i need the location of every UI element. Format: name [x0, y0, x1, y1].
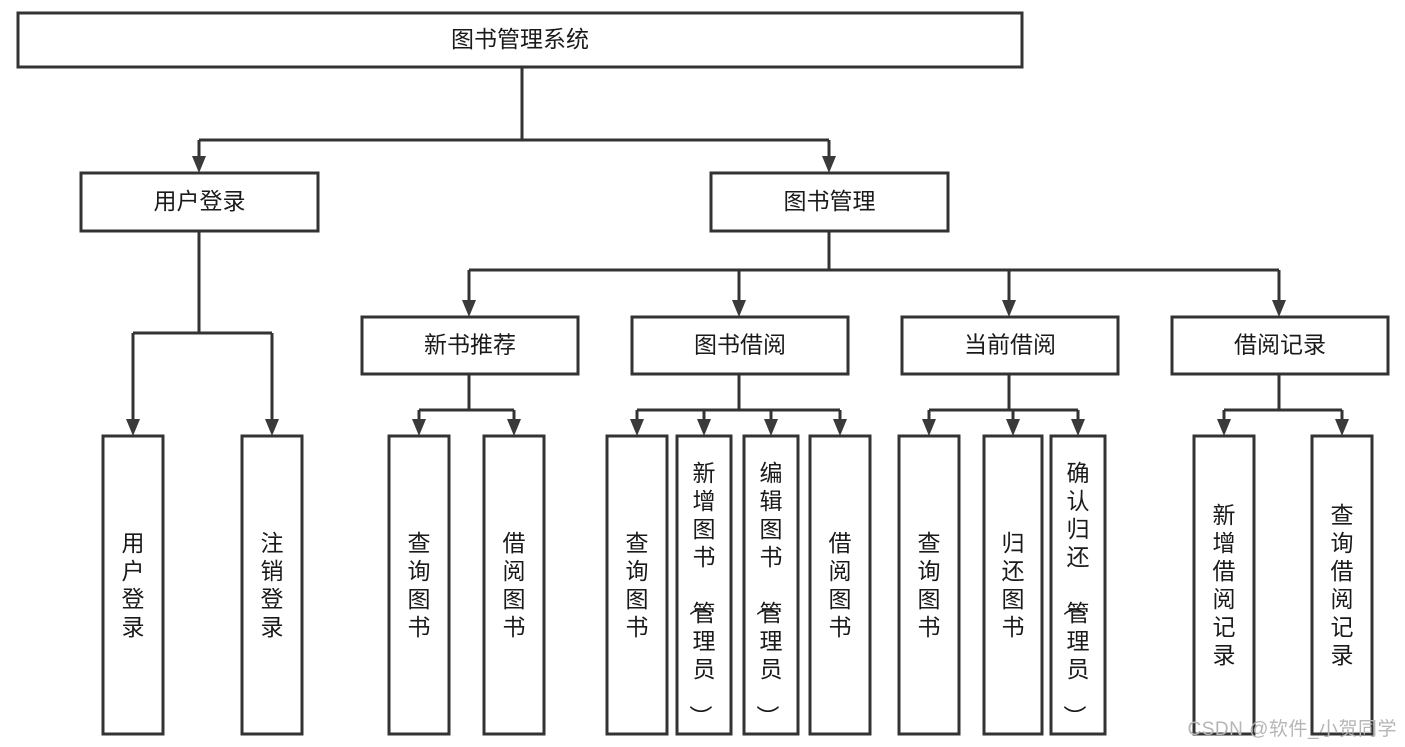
node-label: 新书推荐: [424, 332, 516, 358]
node-leaf-add-record[interactable]: 新增借阅记录: [1192, 434, 1256, 736]
arrow-head-icon: [764, 419, 778, 436]
arrow-head-icon: [462, 300, 476, 317]
arrow-head-icon: [922, 419, 936, 436]
node-box[interactable]: [900, 315, 1120, 376]
node-box[interactable]: [1049, 434, 1107, 736]
node-label: 查询图书: [918, 530, 941, 640]
node-label: 查询借阅记录: [1331, 502, 1354, 668]
nodes-layer: 图书管理系统用户登录图书管理新书推荐图书借阅当前借阅借阅记录用户登录注销登录查询…: [16, 11, 1390, 736]
node-user-login[interactable]: 用户登录: [79, 171, 320, 233]
node-label: 归还图书: [1002, 530, 1025, 640]
arrow-head-icon: [1335, 419, 1349, 436]
node-box[interactable]: [387, 434, 451, 736]
arrow-head-icon: [265, 419, 279, 436]
node-box[interactable]: [16, 11, 1024, 69]
node-box[interactable]: [101, 434, 165, 736]
node-leaf-confirm-return[interactable]: 确认归还（管理员）: [1049, 434, 1107, 736]
node-label: 图书管理: [784, 188, 876, 214]
node-leaf-query-book-3[interactable]: 查询图书: [897, 434, 961, 736]
arrow-head-icon: [732, 300, 746, 317]
node-leaf-borrow-book-2[interactable]: 借阅图书: [808, 434, 872, 736]
node-label: 注销登录: [261, 530, 284, 640]
node-box[interactable]: [360, 315, 580, 376]
node-box[interactable]: [630, 315, 850, 376]
node-leaf-query-book-1[interactable]: 查询图书: [387, 434, 451, 736]
arrow-head-icon: [1071, 419, 1085, 436]
node-label: 查询图书: [626, 530, 649, 640]
node-label: 当前借阅: [964, 332, 1056, 358]
node-box[interactable]: [79, 171, 320, 233]
node-new-book-recommend[interactable]: 新书推荐: [360, 315, 580, 376]
node-box[interactable]: [742, 434, 800, 736]
node-label: 新增借阅记录: [1213, 502, 1236, 668]
node-book-borrow[interactable]: 图书借阅: [630, 315, 850, 376]
node-box[interactable]: [808, 434, 872, 736]
node-box[interactable]: [482, 434, 546, 736]
node-book-manage[interactable]: 图书管理: [709, 171, 950, 233]
node-leaf-user-login[interactable]: 用户登录: [101, 434, 165, 736]
node-borrow-record[interactable]: 借阅记录: [1170, 315, 1390, 376]
arrow-head-icon: [192, 156, 206, 173]
node-leaf-user-logout[interactable]: 注销登录: [240, 434, 304, 736]
arrow-head-icon: [1006, 419, 1020, 436]
node-leaf-query-book-2[interactable]: 查询图书: [605, 434, 669, 736]
arrow-head-icon: [822, 156, 836, 173]
node-box[interactable]: [1310, 434, 1374, 736]
arrow-head-icon: [126, 419, 140, 436]
arrow-head-icon: [507, 419, 521, 436]
node-box[interactable]: [605, 434, 669, 736]
node-leaf-borrow-book-1[interactable]: 借阅图书: [482, 434, 546, 736]
node-box[interactable]: [240, 434, 304, 736]
arrow-head-icon: [1217, 419, 1231, 436]
arrow-head-icon: [1272, 300, 1286, 317]
node-label: 用户登录: [122, 530, 145, 640]
node-box[interactable]: [982, 434, 1044, 736]
node-current-borrow[interactable]: 当前借阅: [900, 315, 1120, 376]
node-root[interactable]: 图书管理系统: [16, 11, 1024, 69]
node-box[interactable]: [1192, 434, 1256, 736]
node-leaf-add-book[interactable]: 新增图书（管理员）: [675, 434, 733, 736]
node-label: 图书借阅: [694, 332, 786, 358]
node-label: 借阅图书: [829, 530, 852, 640]
arrow-head-icon: [412, 419, 426, 436]
node-leaf-query-record[interactable]: 查询借阅记录: [1310, 434, 1374, 736]
node-box[interactable]: [897, 434, 961, 736]
node-label: 编辑图书（管理员）: [755, 460, 783, 728]
node-label: 借阅图书: [503, 530, 526, 640]
connectors-layer: [126, 67, 1349, 436]
arrow-head-icon: [697, 419, 711, 436]
arrow-head-icon: [1002, 300, 1016, 317]
node-label: 查询图书: [408, 530, 431, 640]
node-leaf-edit-book[interactable]: 编辑图书（管理员）: [742, 434, 800, 736]
node-label: 图书管理系统: [451, 26, 589, 52]
node-label: 新增图书（管理员）: [688, 460, 716, 728]
node-label: 确认归还（管理员）: [1062, 460, 1090, 728]
node-box[interactable]: [1170, 315, 1390, 376]
node-leaf-return-book[interactable]: 归还图书: [982, 434, 1044, 736]
node-label: 借阅记录: [1234, 332, 1326, 358]
arrow-head-icon: [833, 419, 847, 436]
arrow-head-icon: [630, 419, 644, 436]
node-box[interactable]: [709, 171, 950, 233]
node-label: 用户登录: [154, 188, 246, 214]
node-box[interactable]: [675, 434, 733, 736]
